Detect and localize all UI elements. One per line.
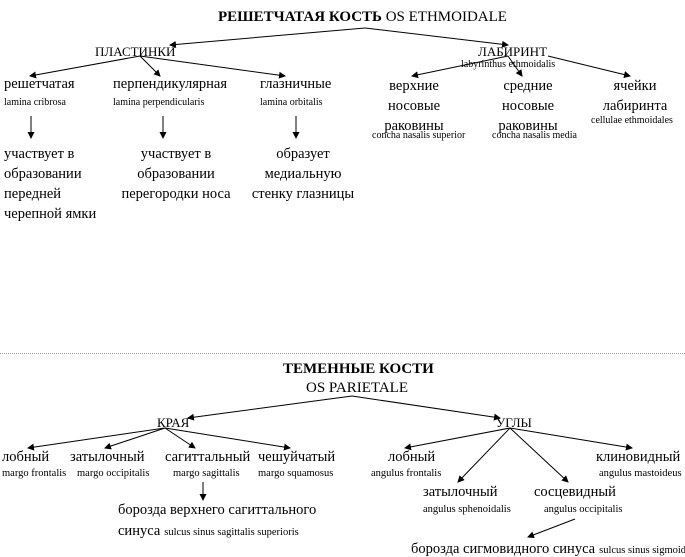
arrow-edges-sagittal xyxy=(164,427,196,449)
plate-perpendicular-role: участвует в образовании перегородки носа xyxy=(121,146,231,202)
arrow-labyrinth-cells xyxy=(547,55,631,78)
parietal-title-ru-text: ТЕМЕННЫЕ КОСТИ xyxy=(283,361,434,377)
ethmoid-title-lat: OS ETHMOIDALE xyxy=(385,9,507,25)
plate-cribrosa-ru: решетчатая xyxy=(4,76,75,92)
sigmoid-groove: борозда сигмовидного синуса sulcus sinus… xyxy=(411,541,685,557)
plates-label: ПЛАСТИНКИ xyxy=(95,44,176,59)
labyrinth-label: ЛАБИРИНТ xyxy=(478,44,548,59)
arrow-edges-occipital xyxy=(104,427,166,450)
labyrinth-superior-lat: concha nasalis superior xyxy=(372,130,466,141)
labyrinth-superior-ru: верхние носовые раковины xyxy=(384,78,444,134)
plate-orbital-lat: lamina orbitalis xyxy=(260,97,323,108)
labyrinth-lat: labyrinthus ethmoidalis xyxy=(461,59,556,70)
edge-occipital-ru: затылочный xyxy=(70,449,145,465)
edge-sagittal-ru: сагиттальный xyxy=(165,449,251,465)
sagittal-groove-ru: борозда верхнего сагиттального xyxy=(118,502,317,518)
arrow-plates-cribrosa xyxy=(29,55,141,79)
arrow-ethmoid-plates xyxy=(169,27,366,48)
angle-frontal-lat: angulus frontalis xyxy=(371,468,442,479)
edge-squamous-ru: чешуйчатый xyxy=(258,449,336,465)
ethmoid-title: РЕШЕТЧАТАЯ КОСТЬ OS ETHMOIDALE xyxy=(218,10,507,25)
angle-mastoid-ru: сосцевидный xyxy=(534,484,616,500)
edge-frontal-ru: лобный xyxy=(2,449,50,465)
angle-sphenoid-ru: клиновидный xyxy=(596,449,681,465)
plate-cribrosa-role: участвует в образовании передней черепно… xyxy=(4,146,97,222)
plate-perpendicular-lat: lamina perpendicularis xyxy=(113,97,205,108)
labyrinth-cells-lat: cellulae ethmoidales xyxy=(591,115,673,126)
sagittal-groove-lat: sulcus sinus sagittalis superioris xyxy=(164,527,299,538)
angle-occipital-ru: затылочный xyxy=(423,484,498,500)
arrow-labyrinth-superior xyxy=(411,55,509,79)
plate-orbital-ru: глазничные xyxy=(260,76,332,92)
ethmoid-title-ru: РЕШЕТЧАТАЯ КОСТЬ xyxy=(218,9,382,25)
edge-occipital-lat: margo occipitalis xyxy=(77,468,150,479)
plate-orbital-role: образует медиальную стенку глазницы xyxy=(251,146,355,202)
edges-label: КРАЯ xyxy=(157,415,190,430)
sagittal-groove-ru-2: синуса xyxy=(118,523,161,539)
plate-cribrosa-lat: lamina cribrosa xyxy=(4,97,66,108)
labyrinth-cells-ru: ячейки лабиринта xyxy=(602,78,668,114)
section-divider xyxy=(0,353,685,354)
arrow-plates-perpendicular xyxy=(139,55,161,77)
labyrinth-media-lat: concha nasalis media xyxy=(492,130,577,141)
labyrinth-media-ru: средние носовые раковины xyxy=(498,78,558,134)
arrow-labyrinth-media xyxy=(507,55,523,77)
angle-mastoid-lat: angulus occipitalis xyxy=(544,504,623,515)
arrow-angles-frontal xyxy=(404,427,511,451)
arrow-edges-squamous xyxy=(164,427,291,451)
sagittal-groove-line2: синуса sulcus sinus sagittalis superiori… xyxy=(118,523,299,539)
angle-occipital-lat: angulus sphenoidalis xyxy=(423,504,511,515)
edge-frontal-lat: margo frontalis xyxy=(2,468,67,479)
edge-sagittal-lat: margo sagittalis xyxy=(173,468,240,479)
parietal-title-lat: OS PARIETALE xyxy=(306,380,409,396)
sigmoid-groove-lat: sulcus sinus sigmoidei xyxy=(599,545,685,556)
arrow-parietal-edges xyxy=(187,395,353,421)
arrow-angles-occipital xyxy=(457,427,511,483)
arrow-plates-orbital xyxy=(139,55,286,79)
angle-sphenoid-lat: angulus mastoideus xyxy=(599,468,682,479)
angle-frontal-ru: лобный xyxy=(388,449,436,465)
arrow-edges-frontal xyxy=(27,427,166,451)
arrow-ethmoid-labyrinth xyxy=(364,27,509,48)
edge-squamous-lat: margo squamosus xyxy=(258,468,334,479)
parietal-title-ru: ТЕМЕННЫЕ КОСТИ xyxy=(283,362,434,377)
sigmoid-groove-ru: борозда сигмовидного синуса xyxy=(411,541,596,557)
arrow-angles-mastoid xyxy=(509,427,569,483)
arrow-angles-sphenoid xyxy=(509,427,633,451)
angles-label: УГЛЫ xyxy=(496,415,532,430)
arrow-mastoid-groove xyxy=(527,518,576,539)
arrow-parietal-angles xyxy=(351,395,501,421)
plate-perpendicular-ru: перпендикулярная xyxy=(113,76,228,92)
